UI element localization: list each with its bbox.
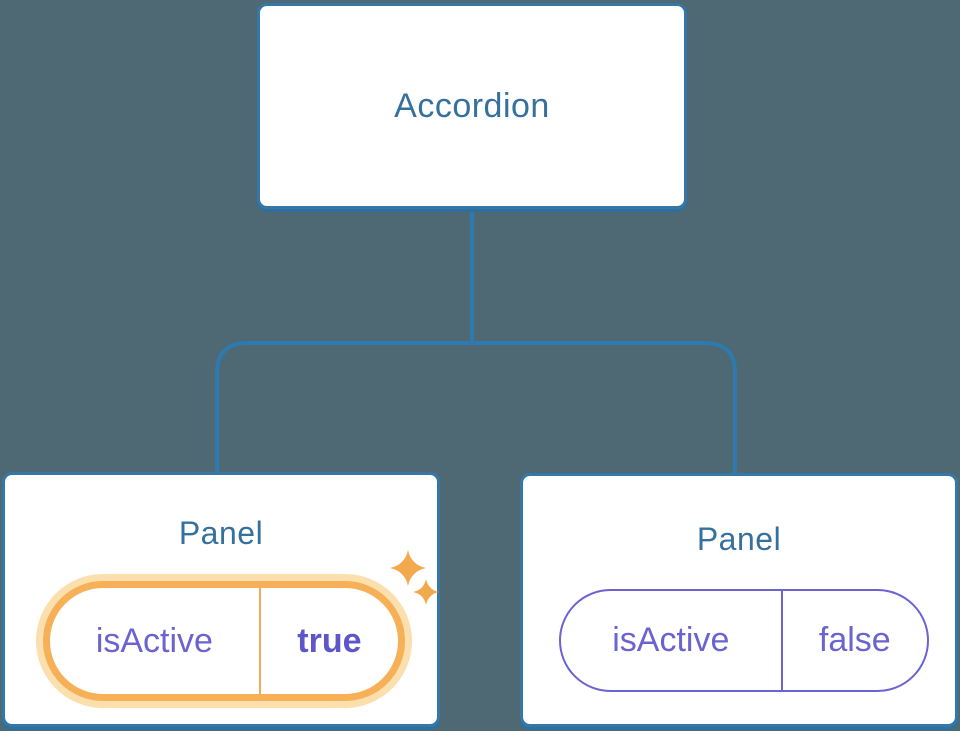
- state-value: false: [818, 621, 891, 659]
- state-name: isActive: [95, 621, 213, 660]
- panel-node-inactive: Panel isActive false: [520, 473, 958, 727]
- panel-node-active: Panel isActive true: [2, 472, 440, 727]
- pill-divider: [780, 591, 783, 690]
- state-pill-inactive: isActive false: [559, 589, 929, 692]
- accordion-node-label: Accordion: [394, 86, 550, 125]
- pill-divider: [258, 588, 261, 694]
- state-pill-active: isActive true: [43, 581, 405, 701]
- panel-node-label: Panel: [696, 521, 782, 557]
- accordion-node: Accordion: [257, 3, 687, 209]
- sparkle-icon: [413, 579, 439, 605]
- sparkle-icon: [390, 550, 426, 586]
- state-value: true: [297, 621, 362, 660]
- panel-node-label: Panel: [178, 515, 264, 551]
- state-name: isActive: [612, 621, 730, 659]
